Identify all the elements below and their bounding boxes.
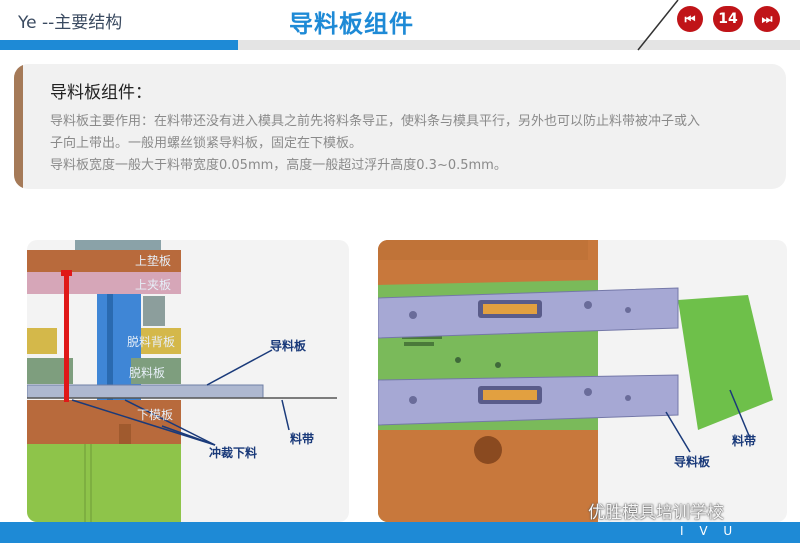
page-number-badge: 14 bbox=[713, 6, 743, 32]
callout-guide-plate: 导料板 bbox=[674, 455, 711, 469]
header: Ye --主要结构 导料板组件 ⏮ 14 ⏭ bbox=[0, 0, 800, 52]
section-label: Ye --主要结构 bbox=[18, 13, 123, 33]
header-accent-bar bbox=[0, 40, 238, 50]
header-grey-bar bbox=[238, 40, 800, 50]
callout-strip: 料带 bbox=[290, 432, 315, 446]
plate-label-stripper: 脱料板 bbox=[129, 366, 166, 380]
footer-text: I V U bbox=[680, 524, 739, 538]
description-line: 子向上带出。一般用螺丝锁紧导料板，固定在下模板。 bbox=[50, 136, 363, 151]
plate-label-stripper-back: 脱料背板 bbox=[127, 335, 176, 349]
cross-section-figure: 上垫板 上夹板 脱料背板 脱料板 下模板 导料板 料带 冲裁下料 bbox=[27, 240, 349, 522]
isometric-drawing bbox=[378, 240, 773, 522]
prev-page-button[interactable]: ⏮ bbox=[677, 6, 703, 32]
page-title: 导料板组件 bbox=[289, 10, 414, 38]
next-page-button[interactable]: ⏭ bbox=[754, 6, 780, 32]
isometric-figure: 料带 导料板 bbox=[378, 240, 787, 522]
callout-strip: 料带 bbox=[732, 434, 757, 448]
callout-guide-plate: 导料板 bbox=[270, 339, 307, 353]
description-accent-strip bbox=[14, 64, 23, 189]
description-line: 导料板主要作用：在料带还没有进入模具之前先将料条导正，使料条与模具平行，另外也可… bbox=[50, 114, 701, 129]
plate-label-upper-clamp: 上夹板 bbox=[135, 278, 172, 292]
description-line: 导料板宽度一般大于料带宽度0.05mm，高度一般超过浮升高度0.3~0.5mm。 bbox=[50, 158, 507, 173]
footer-bar bbox=[0, 522, 800, 543]
plate-label-upper-backing: 上垫板 bbox=[135, 254, 172, 268]
description-heading: 导料板组件： bbox=[50, 83, 152, 103]
callout-punch-blanking: 冲裁下料 bbox=[209, 446, 258, 460]
watermark-text: 优胜模具培训学校 bbox=[588, 503, 724, 523]
header-divider-line bbox=[637, 0, 679, 51]
skip-previous-icon: ⏮ bbox=[684, 12, 696, 26]
cross-section-drawing bbox=[27, 240, 337, 522]
plate-label-lower-die: 下模板 bbox=[137, 408, 174, 422]
description-box: 导料板组件： 导料板主要作用：在料带还没有进入模具之前先将料条导正，使料条与模具… bbox=[14, 64, 786, 189]
skip-next-icon: ⏭ bbox=[761, 12, 773, 26]
